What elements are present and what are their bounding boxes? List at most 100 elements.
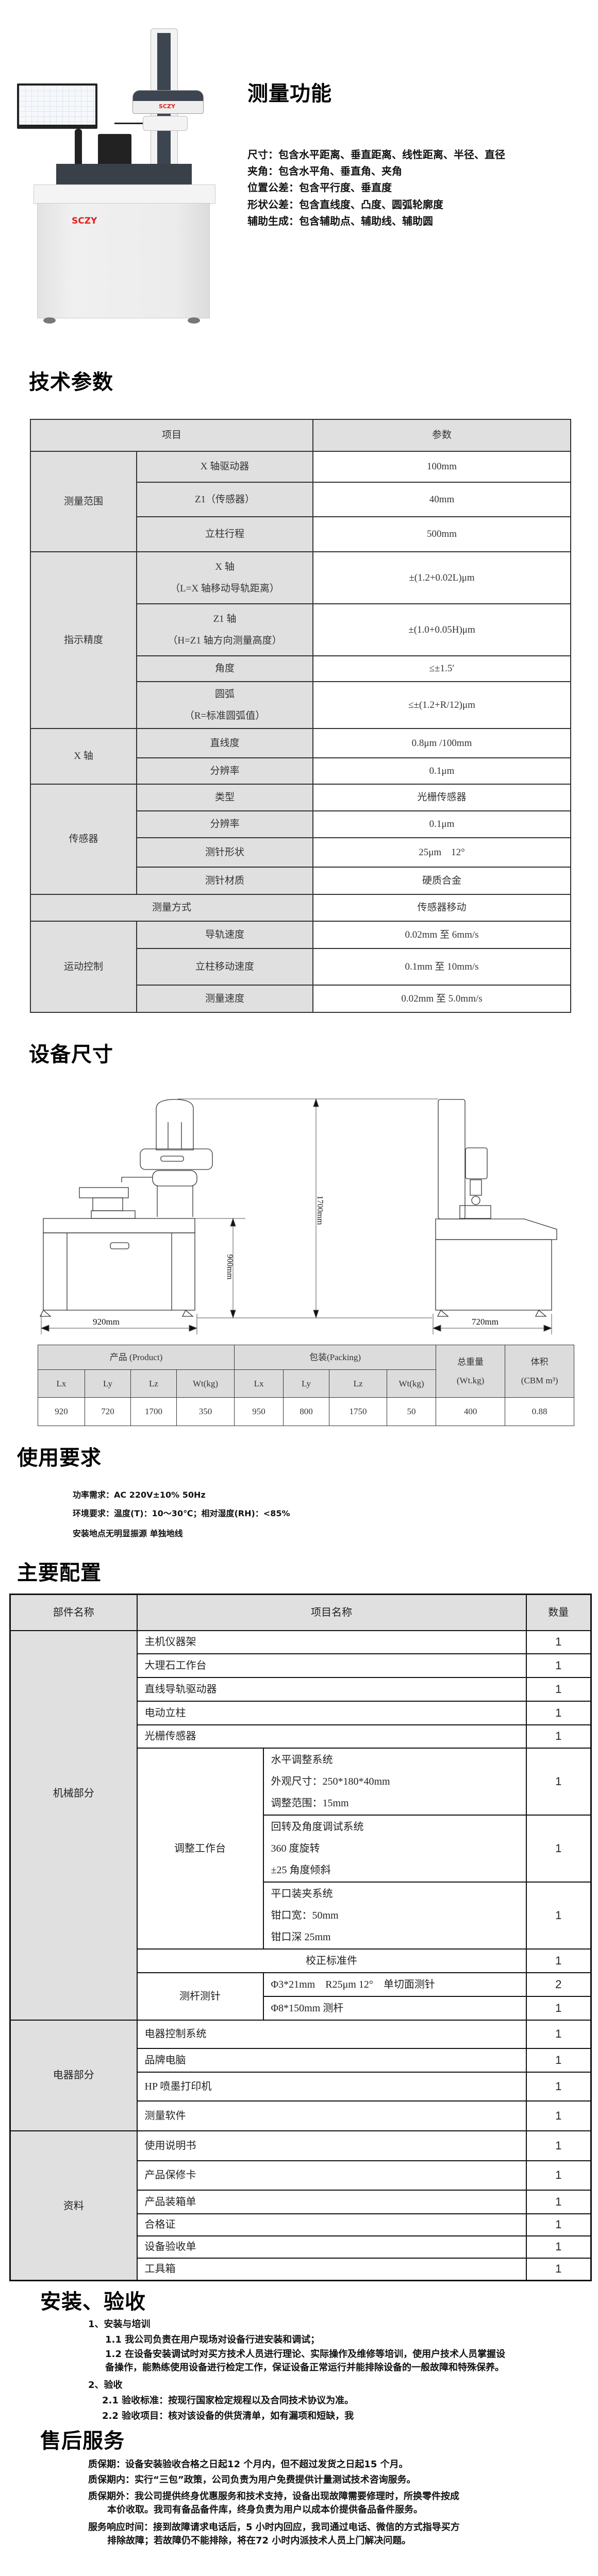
param-value: 0.1mm 至 10mm/s [312,948,572,986]
group-sensor: 传感器 [30,784,137,895]
width-label: 920mm [93,1317,120,1327]
config-qty: 1 [525,1724,592,1749]
dim-value: 950 [234,1397,284,1426]
install-text: 2.1 验收标准：按现行国家检定规程以及合同技术协议为准。 [102,2395,354,2406]
fixture [98,134,131,167]
dim-value: 1700 [130,1397,177,1426]
group-probe: 测杆测针 [136,1972,264,2021]
header-item: 项目名称 [136,1594,527,1631]
config-qty: 1 [525,2047,592,2073]
config-qty: 2 [525,1972,592,1997]
dim-value: 720 [85,1397,131,1426]
group-total-weight: 总重量(Wt.kg) [436,1345,506,1398]
param-value: 传感器移动 [312,894,572,922]
measure-item: 夹角：包含水平角、垂直角、夹角 [247,165,402,177]
param-label: 导轨速度 [136,921,314,949]
granite-slab [56,164,192,184]
group-volume: 体积(CBM m³) [505,1345,575,1398]
config-qty: 1 [525,2189,592,2214]
install-title: 安装、验收 [40,2290,146,2314]
param-value: 光栅传感器 [312,784,572,811]
config-qty: 1 [525,2213,592,2236]
param-label: 角度 [136,655,314,682]
depth-label: 720mm [472,1317,499,1327]
param-value: ±(1.0+0.05H)μm [312,603,572,656]
config-qty: 1 [525,2130,592,2161]
config-qty: 1 [525,2019,592,2049]
group-xaxis: X 轴 [30,728,137,785]
label-main: Z1 轴 [213,613,237,624]
dimension-lines [40,1098,553,1334]
line: 外观尺寸：250*180*40mm [271,1775,390,1787]
config-item: 设备验收单 [136,2235,527,2259]
header-item: 项目 [29,419,314,452]
param-value: 0.8μm /100mm [312,728,572,758]
config-title: 主要配置 [17,1561,102,1585]
dim-value: 350 [176,1397,235,1426]
config-qty: 1 [525,2160,592,2191]
label-note: （R=标准圆弧值） [184,710,265,721]
line: ±25 角度倾斜 [271,1864,331,1876]
product-photo: SCZY SCZY [0,10,227,330]
measure-item: 尺寸：包含水平距离、垂直距离、线性距离、半径、直径 [247,148,505,161]
config-item: Φ8*150mm 测杆 [262,1995,527,2021]
config-item: 合格证 [136,2213,527,2236]
group-motion: 运动控制 [30,921,137,1013]
label-main: 总重量 [457,1357,484,1367]
service-text: 质保期：设备安装验收合格之日起12 个月内，但不超过发货之日起15 个月。 [88,2459,408,2470]
label-main: X 轴 [215,561,235,572]
group-docs: 资料 [9,2130,138,2281]
line: 360 度旋转 [271,1842,320,1854]
dim-subheader: Lx [234,1369,284,1398]
header-value: 参数 [312,419,572,452]
config-item: 产品保修卡 [136,2160,527,2191]
param-value: 100mm [312,451,572,483]
param-label: 分辨率 [136,757,314,785]
group-mech: 机械部分 [9,1630,138,2021]
dim-value: 1750 [329,1397,388,1426]
param-value: ≤±(1.2+R/12)μm [312,681,572,729]
install-section: 2、验收 [88,2380,123,2391]
config-item: 大理石工作台 [136,1653,527,1678]
dim-value: 50 [387,1397,437,1426]
dim-subheader: Ly [85,1369,131,1398]
param-label: 立柱移动速度 [136,948,314,986]
dimension-drawing [39,1098,557,1334]
group-accuracy: 指示精度 [30,551,137,729]
param-label: Z1 轴（H=Z1 轴方向测量高度） [136,603,314,656]
param-label: 直线度 [136,728,314,758]
height-label: 1700mm [315,1195,324,1225]
config-qty: 1 [525,1700,592,1725]
dimensions-title: 设备尺寸 [29,1043,113,1066]
param-value: 硬质合金 [312,867,572,895]
requirements-title: 使用要求 [17,1446,102,1470]
monitor-screen [19,86,95,125]
group-elec: 电器部分 [9,2019,138,2131]
config-item: 电动立柱 [136,1700,527,1725]
config-qty: 1 [525,2100,592,2131]
service-text: 质保期内：实行“三包”政策，公司负责为用户免费提供计量测试技术咨询服务。 [88,2475,416,2485]
param-label: 测针材质 [136,867,314,895]
param-label: 立柱行程 [136,516,314,552]
table-height-label: 900mm [225,1254,234,1280]
param-label: 测量方式 [29,894,314,922]
param-label: 分辨率 [136,810,314,838]
dim-subheader: Wt(kg) [176,1369,235,1398]
dim-subheader: Lz [130,1369,177,1398]
line: 回转及角度调试系统 [271,1821,364,1833]
config-item: 直线导轨驱动器 [136,1676,527,1702]
param-value: 0.02mm 至 6mm/s [312,921,572,949]
param-value: 500mm [312,516,572,552]
line: 水平调整系统 [271,1754,333,1766]
line: 平口装夹系统 [271,1888,333,1900]
param-label: 圆弧（R=标准圆弧值） [136,681,314,729]
config-item: Φ3*21mm R25μm 12° 单切面测针 [262,1972,527,1997]
measure-item: 辅助生成：包含辅助点、辅助线、辅助圆 [247,215,433,227]
install-text: 1.1 我公司负责在用户现场对设备行进安装和调试； [105,2334,320,2345]
foot-left [43,317,56,324]
param-label: 类型 [136,784,314,811]
param-value: ±(1.2+0.02L)μm [312,551,572,604]
param-label: Z1（传感器） [136,482,314,517]
measure-item: 位置公差：包含平行度、垂直度 [247,181,392,194]
